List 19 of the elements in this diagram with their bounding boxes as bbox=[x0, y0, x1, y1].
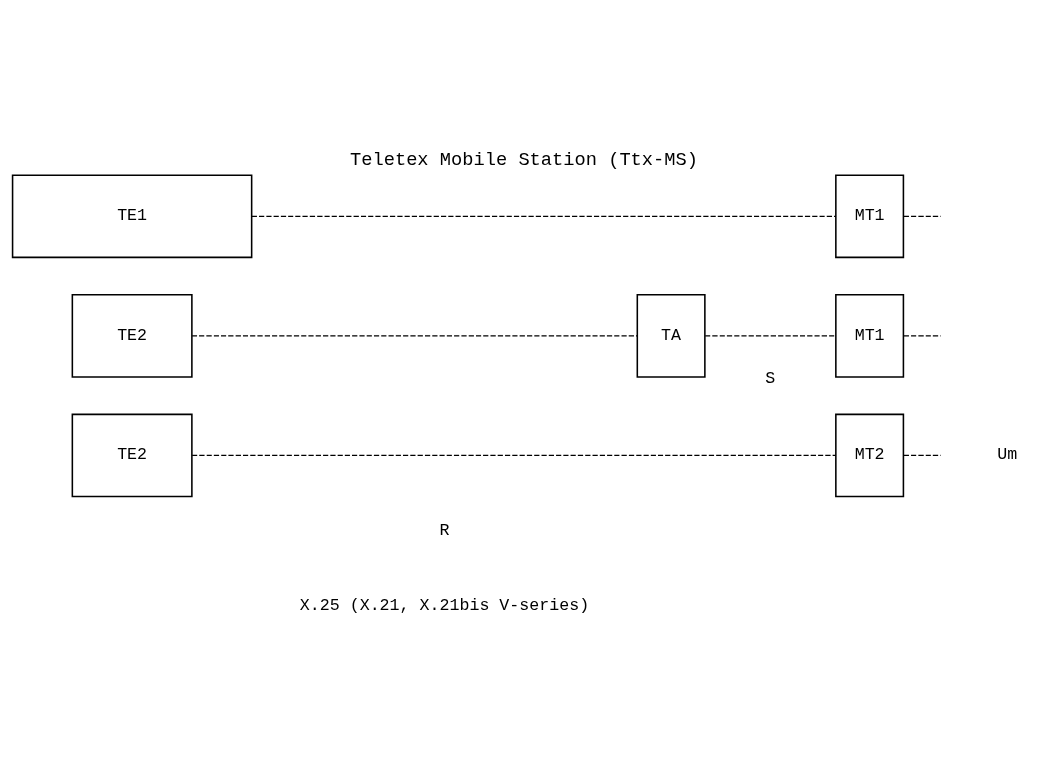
label: X.25 (X.21, X.21bis V-series) bbox=[299, 595, 590, 615]
connector bbox=[191, 454, 837, 456]
connector bbox=[903, 334, 942, 337]
node-box: MT1 bbox=[835, 293, 905, 378]
connector bbox=[903, 215, 942, 217]
label: R bbox=[439, 520, 450, 540]
node-box: TE1 bbox=[11, 174, 253, 258]
diagram-title: Teletex Mobile Station (Ttx-MS) bbox=[350, 148, 698, 171]
node-box: MT2 bbox=[835, 413, 905, 497]
connector bbox=[903, 454, 942, 456]
connector bbox=[191, 334, 638, 337]
label: S bbox=[765, 368, 776, 388]
node-box: TA bbox=[636, 293, 706, 378]
node-box: TE2 bbox=[71, 293, 193, 378]
label: Um bbox=[997, 444, 1018, 464]
connector bbox=[704, 334, 837, 337]
node-box: TE2 bbox=[71, 413, 193, 497]
connector bbox=[251, 215, 837, 217]
node-box: MT1 bbox=[835, 174, 905, 258]
